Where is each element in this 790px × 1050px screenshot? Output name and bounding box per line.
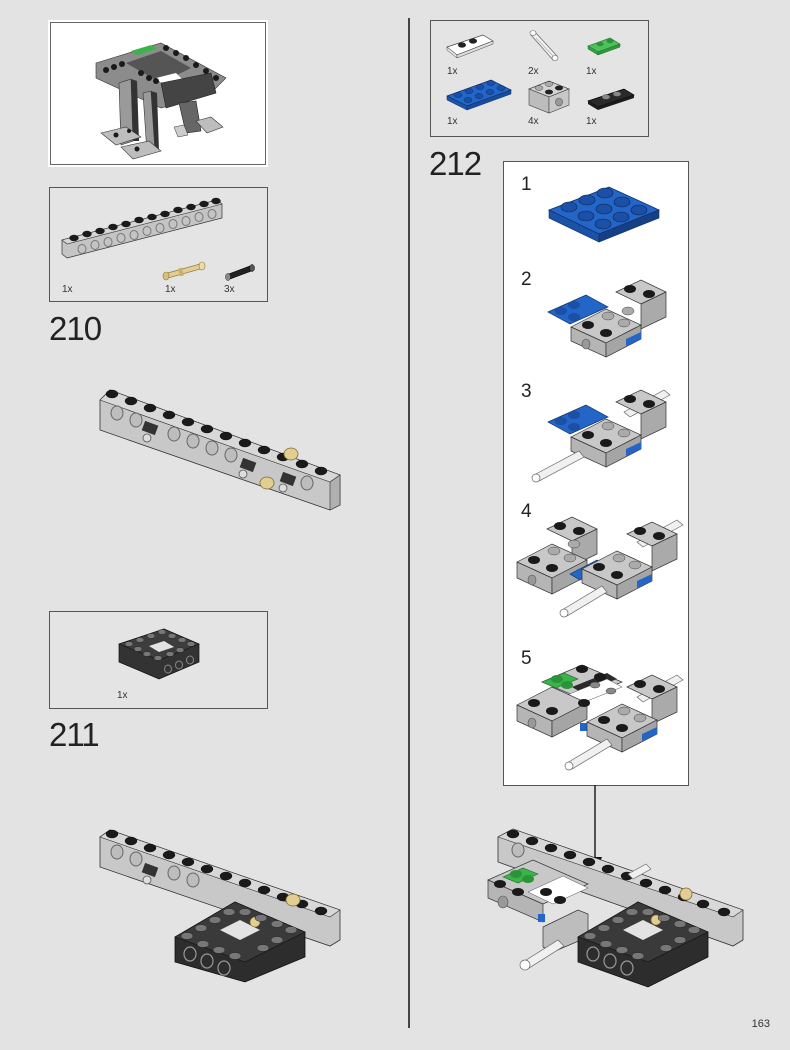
plate-1x2-white-rail-icon [446, 34, 494, 59]
plate-2x4-blue-icon [446, 79, 512, 111]
black-pin-icon [278, 471, 297, 493]
substep-number: 3 [521, 381, 532, 402]
part-qty: 1x [586, 66, 597, 77]
part-qty: 1x [447, 116, 458, 127]
part-qty: 1x [62, 284, 73, 295]
substep-number: 1 [521, 174, 532, 195]
page-number: 163 [751, 1018, 770, 1030]
step-number: 212 [429, 145, 482, 182]
column-divider [408, 18, 410, 1028]
step-211-assembly-image [99, 829, 341, 983]
substep-1-image [547, 186, 661, 243]
tan-pin-icon [259, 447, 299, 490]
pin-black-icon [225, 264, 255, 281]
step-number: 211 [49, 716, 100, 753]
substep-number: 5 [521, 648, 532, 669]
step-210-assembly-image [99, 389, 341, 511]
pin-long-tan-icon [162, 261, 206, 281]
part-qty: 1x [447, 66, 458, 77]
technic-brick-1x12-icon [61, 197, 223, 259]
plate-1x2-green-icon [587, 37, 621, 56]
part-qty: 4x [528, 116, 539, 127]
part-qty: 1x [165, 284, 176, 295]
part-qty: 1x [586, 116, 597, 127]
technic-frame-5x5-icon [118, 628, 200, 680]
substep-number: 4 [521, 501, 532, 522]
substep-number: 2 [521, 269, 532, 290]
plate-1x2-black-rail-icon [587, 88, 635, 110]
substep-3-image [531, 389, 671, 483]
substep-4-image [516, 516, 684, 618]
step-212-assembly-image [487, 828, 744, 988]
black-pin-icon [141, 420, 159, 443]
part-qty: 1x [117, 690, 128, 701]
overview-preview-box [48, 20, 268, 167]
substep-box: 1 2 3 4 [503, 161, 689, 786]
step-212-parts-box: 1x 2x 1x 1x 4x 1x [430, 20, 649, 137]
black-pin-icon [238, 457, 257, 479]
part-qty: 3x [224, 284, 235, 295]
step-210-parts-box: 1x 1x 3x [49, 187, 268, 302]
step-number: 210 [49, 310, 102, 347]
step-211-parts-box: 1x [49, 611, 268, 709]
overview-model-image [95, 42, 227, 160]
substep-2-image [547, 279, 667, 358]
part-qty: 2x [528, 66, 539, 77]
substep-5-image [516, 664, 684, 771]
technic-brick-2x2-hole-icon [528, 80, 570, 114]
axle-icon [529, 30, 559, 61]
